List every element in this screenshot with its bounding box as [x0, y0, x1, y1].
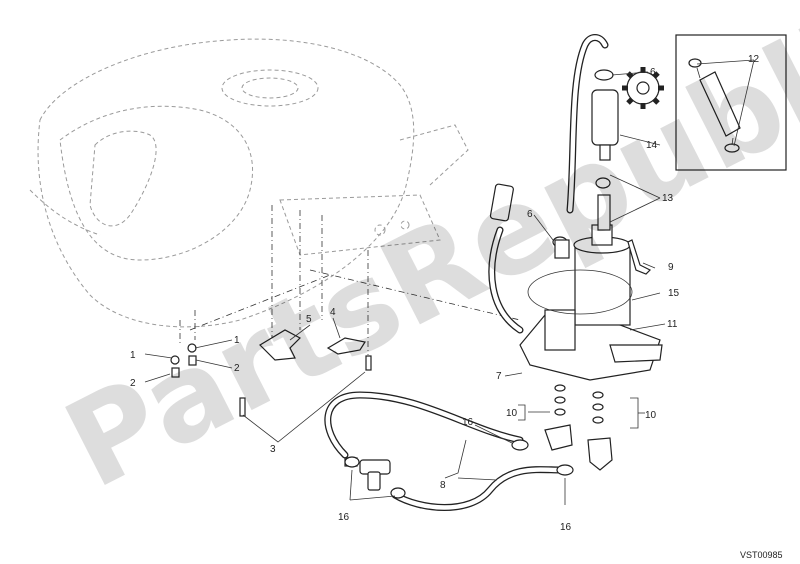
fuel-tank-outline: [29, 38, 469, 328]
callout-10b: 10: [645, 410, 657, 421]
callout-15: 15: [668, 288, 680, 299]
callout-7: 7: [496, 371, 502, 382]
o-rings: [554, 384, 604, 424]
leader-lines: [144, 59, 755, 505]
sensor-9: [627, 239, 652, 275]
callout-2b: 2: [234, 363, 240, 374]
callout-10a: 10: [506, 408, 518, 419]
fuel-filter: [591, 69, 619, 231]
callout-16c: 16: [560, 522, 572, 533]
callout-5: 5: [306, 314, 312, 325]
callout-6b: 6: [527, 209, 533, 220]
screw-3a: [239, 397, 246, 417]
screw-3b: [365, 355, 372, 371]
callout-6a: 6: [650, 67, 656, 78]
callout-1b: 1: [234, 335, 240, 346]
centre-lines: [179, 205, 521, 355]
callout-labels: 1 1 2 2 3 4 5 6 6 7 8 9 10 10 11 12 13 1…: [130, 54, 760, 533]
fuel-pump-assembly: [519, 224, 663, 381]
quick-connectors: [544, 424, 613, 471]
drawing-code: VST00985: [740, 550, 783, 560]
callout-12: 12: [748, 54, 760, 65]
gear-icon: [622, 67, 664, 109]
callout-1a: 1: [130, 350, 136, 361]
callout-16b: 16: [338, 512, 350, 523]
callout-4: 4: [330, 307, 336, 318]
washer-1a: [170, 355, 180, 365]
bracket-fasteners: [170, 329, 372, 417]
filter-detail-inset: [675, 34, 787, 171]
callout-9: 9: [668, 262, 674, 273]
callout-14: 14: [646, 140, 658, 151]
callout-2a: 2: [130, 378, 136, 389]
callout-13: 13: [662, 193, 674, 204]
callout-3: 3: [270, 444, 276, 455]
bracket-4: [326, 337, 366, 355]
bracket-5: [259, 329, 301, 361]
callout-16a: 16: [462, 417, 474, 428]
fuel-hoses: [324, 34, 609, 511]
nut-2b: [188, 355, 197, 366]
callout-8: 8: [440, 480, 446, 491]
electrical-connector: [489, 183, 514, 222]
watermark: PartsRepublik: [45, 0, 800, 516]
callout-11: 11: [667, 319, 678, 330]
nut-2a: [171, 367, 180, 378]
